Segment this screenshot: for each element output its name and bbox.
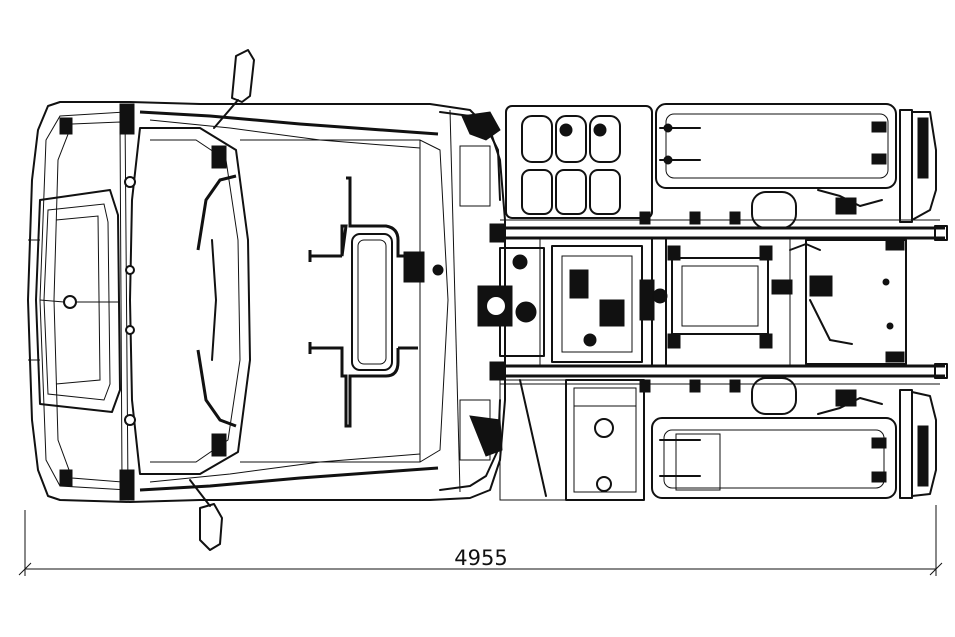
roof-rails — [59, 103, 444, 501]
front-grille — [28, 189, 121, 413]
air-tank-upper — [655, 103, 897, 189]
frame-crossmembers — [500, 211, 940, 393]
battery-box-lower — [499, 379, 645, 501]
cab-rear-steps — [439, 111, 503, 491]
mirror-top — [213, 49, 255, 129]
dimension-line: 4955 — [18, 505, 943, 576]
engine-gearbox-assembly — [477, 189, 883, 415]
mirror-bottom — [189, 479, 223, 551]
fuel-tank-upper — [505, 105, 653, 219]
rear-bumper — [899, 109, 937, 499]
air-tank-lower — [651, 417, 897, 499]
windshield — [129, 127, 251, 475]
chassis-frame — [489, 223, 948, 381]
spare-wheel-carrier — [751, 191, 907, 415]
cab-outline — [27, 101, 506, 503]
roof — [240, 109, 461, 493]
overall-length-label: 4955 — [454, 546, 507, 570]
